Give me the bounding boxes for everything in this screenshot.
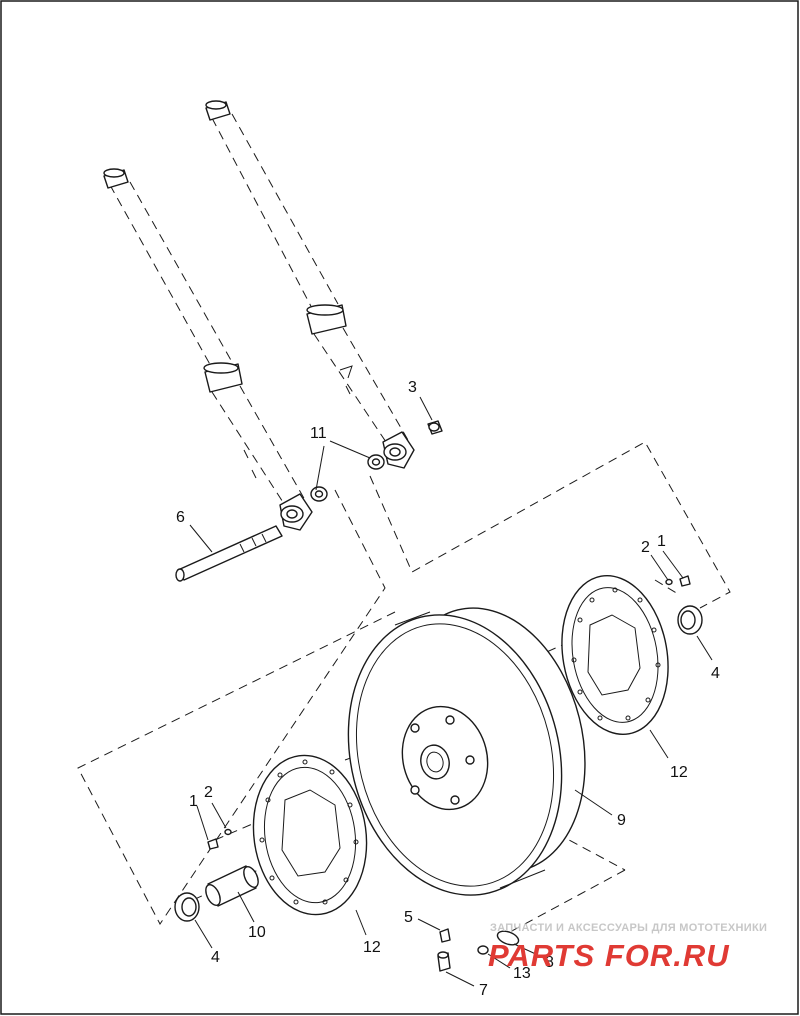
- washer-left-part-2: [224, 828, 232, 836]
- callout-12-left: 12: [363, 939, 381, 956]
- brake-rotor-right-part-12: [561, 574, 669, 736]
- axle-nut-part-3: [427, 420, 443, 435]
- bearing-left-part-4: [174, 892, 200, 922]
- callout-12-right: 12: [670, 764, 688, 781]
- callout-5: 5: [404, 909, 413, 926]
- seal-ring-part-8: [496, 930, 520, 946]
- callout-leaders: [189, 396, 713, 987]
- wheel-part-9: [347, 607, 586, 896]
- screw-left-part-1: [207, 838, 219, 850]
- callout-labels: 1 2 3 4 11 6 12 9 1 2 10 12 4 5 8 13 7: [176, 379, 720, 999]
- callout-9: 9: [617, 812, 626, 829]
- watermark: ЗАПЧАСТИ И АКСЕССУАРЫ ДЛЯ МОТОТЕХНИКИ PA…: [488, 922, 767, 973]
- callout-2-left: 2: [204, 784, 213, 801]
- valve-stem-part-7: [437, 951, 451, 972]
- callout-13: 13: [513, 965, 531, 982]
- callout-3: 3: [408, 379, 417, 396]
- bearing-right-part-4: [677, 605, 703, 635]
- callout-7: 7: [479, 982, 488, 999]
- screw-right-part-1: [679, 575, 691, 587]
- callout-2-right: 2: [641, 539, 650, 556]
- brake-rotor-left-part-12: [252, 754, 368, 916]
- callout-4-left: 4: [211, 949, 220, 966]
- callout-1-right: 1: [657, 533, 666, 550]
- callout-4-right: 4: [711, 665, 720, 682]
- right-fork-assembly: [205, 100, 415, 469]
- callout-8: 8: [545, 954, 554, 971]
- valve-cap-part-5: [439, 928, 451, 943]
- callout-6: 6: [176, 509, 185, 526]
- left-fork-assembly: [103, 168, 313, 531]
- callout-10: 10: [248, 924, 266, 941]
- callout-1-left: 1: [189, 793, 198, 810]
- watermark-logo: PARTS FOR.RU: [488, 938, 730, 973]
- callout-11: 11: [310, 425, 327, 442]
- spacer-part-10: [205, 865, 259, 907]
- washer-right-part-2: [665, 578, 673, 586]
- watermark-tagline: ЗАПЧАСТИ И АКСЕССУАРЫ ДЛЯ МОТОТЕХНИКИ: [490, 922, 767, 934]
- front-axle-part-6: [175, 525, 283, 582]
- nut-part-13: [477, 945, 489, 955]
- spacer-part-11: [310, 454, 385, 502]
